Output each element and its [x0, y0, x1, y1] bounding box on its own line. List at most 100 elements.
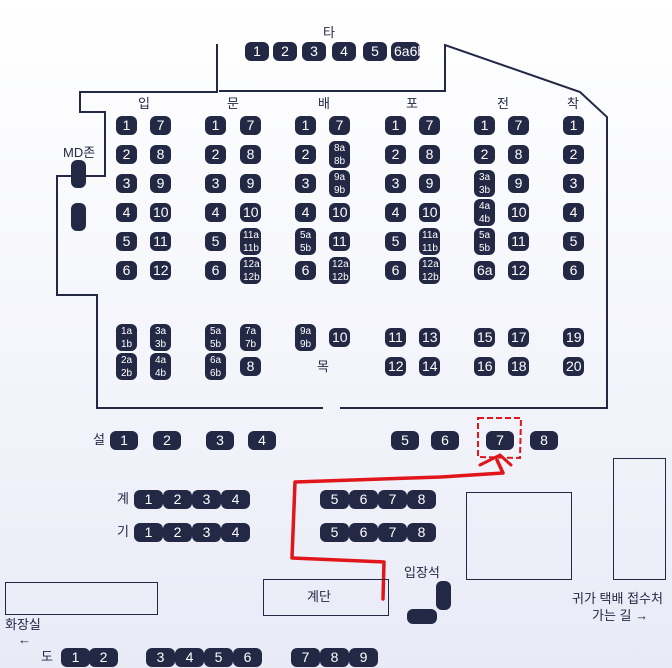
- block-c8-upper[interactable]: 11a 11b: [419, 228, 440, 255]
- stage-block[interactable]: 4: [332, 42, 356, 61]
- block-c4-upper[interactable]: 12a 12b: [240, 257, 261, 284]
- block-c1-upper[interactable]: 1: [116, 116, 137, 135]
- block-c9-upper[interactable]: 2: [474, 145, 495, 164]
- gi-row-block[interactable]: 7: [378, 523, 407, 542]
- block-c10-upper[interactable]: 12: [508, 261, 529, 280]
- block-c5-upper[interactable]: 2: [295, 145, 316, 164]
- do-row-block[interactable]: 8: [320, 648, 349, 667]
- block-c3-upper[interactable]: 1: [205, 116, 226, 135]
- block-c1-lower[interactable]: 1a 1b: [116, 324, 137, 351]
- do-row-block[interactable]: 1: [61, 648, 90, 667]
- block-c7-upper[interactable]: 4: [385, 203, 406, 222]
- do-row-block[interactable]: 3: [146, 648, 175, 667]
- block-c8-lower[interactable]: 13: [419, 328, 440, 347]
- block-c7-lower[interactable]: 11: [385, 328, 406, 347]
- gi-row-block[interactable]: 5: [320, 523, 349, 542]
- block-c8-upper[interactable]: 9: [419, 174, 440, 193]
- block-c3-lower[interactable]: 5a 5b: [205, 324, 226, 351]
- block-c9-upper[interactable]: 5a 5b: [474, 228, 495, 255]
- seol-row-block[interactable]: 5: [391, 431, 419, 450]
- block-c7-upper[interactable]: 2: [385, 145, 406, 164]
- block-c9-lower[interactable]: 16: [474, 357, 495, 376]
- gye-row-block[interactable]: 4: [221, 490, 250, 509]
- block-c3-upper[interactable]: 5: [205, 232, 226, 251]
- gi-row-block[interactable]: 8: [407, 523, 436, 542]
- seol-row-block[interactable]: 3: [206, 431, 234, 450]
- block-c10-upper[interactable]: 10: [508, 203, 529, 222]
- block-c10-upper[interactable]: 7: [508, 116, 529, 135]
- do-row-block[interactable]: 2: [89, 648, 118, 667]
- gye-row-block[interactable]: 3: [192, 490, 221, 509]
- block-c4-lower[interactable]: 8: [240, 357, 261, 376]
- block-c2-upper[interactable]: 11: [150, 232, 171, 251]
- stage-block[interactable]: 5: [363, 42, 387, 61]
- block-c3-upper[interactable]: 4: [205, 203, 226, 222]
- block-c10-upper[interactable]: 9: [508, 174, 529, 193]
- gi-row-block[interactable]: 3: [192, 523, 221, 542]
- block-c4-lower[interactable]: 7a 7b: [240, 324, 261, 351]
- block-c6-upper[interactable]: 8a 8b: [329, 141, 350, 168]
- block-c2-lower[interactable]: 4a 4b: [150, 353, 171, 380]
- block-c7-upper[interactable]: 5: [385, 232, 406, 251]
- block-c11-upper[interactable]: 6: [563, 261, 584, 280]
- block-c5-upper[interactable]: 3: [295, 174, 316, 193]
- stage-block[interactable]: 1: [245, 42, 269, 61]
- entrance-seat-vertical[interactable]: [436, 581, 451, 610]
- block-c11-upper[interactable]: 1: [563, 116, 584, 135]
- block-c2-upper[interactable]: 7: [150, 116, 171, 135]
- block-c6-upper[interactable]: 10: [329, 203, 350, 222]
- block-c6-upper[interactable]: 9a 9b: [329, 170, 350, 197]
- block-c10-lower[interactable]: 18: [508, 357, 529, 376]
- do-row-block[interactable]: 7: [291, 648, 320, 667]
- block-c8-upper[interactable]: 12a 12b: [419, 257, 440, 284]
- gi-row-block[interactable]: 1: [134, 523, 163, 542]
- block-c6-upper[interactable]: 7: [329, 116, 350, 135]
- block-c11-upper[interactable]: 3: [563, 174, 584, 193]
- block-c3-lower[interactable]: 6a 6b: [205, 353, 226, 380]
- block-c2-upper[interactable]: 12: [150, 261, 171, 280]
- block-c4-upper[interactable]: 8: [240, 145, 261, 164]
- do-row-block[interactable]: 4: [175, 648, 204, 667]
- block-c11-upper[interactable]: 4: [563, 203, 584, 222]
- gi-row-block[interactable]: 6: [349, 523, 378, 542]
- seol-row-block[interactable]: 4: [248, 431, 276, 450]
- block-c9-lower[interactable]: 15: [474, 328, 495, 347]
- block-c11-upper[interactable]: 2: [563, 145, 584, 164]
- block-c4-upper[interactable]: 7: [240, 116, 261, 135]
- block-c4-upper[interactable]: 10: [240, 203, 261, 222]
- block-c1-upper[interactable]: 5: [116, 232, 137, 251]
- block-c6-upper[interactable]: 12a 12b: [329, 257, 350, 284]
- block-c1-upper[interactable]: 6: [116, 261, 137, 280]
- block-c10-upper[interactable]: 11: [508, 232, 529, 251]
- block-c2-upper[interactable]: 9: [150, 174, 171, 193]
- block-c5-upper[interactable]: 6: [295, 261, 316, 280]
- gi-row-block[interactable]: 2: [163, 523, 192, 542]
- block-c7-upper[interactable]: 1: [385, 116, 406, 135]
- block-c1-upper[interactable]: 4: [116, 203, 137, 222]
- block-c11-lower[interactable]: 19: [563, 328, 584, 347]
- block-c9-upper[interactable]: 6a: [474, 261, 495, 280]
- gye-row-block[interactable]: 5: [320, 490, 349, 509]
- seol-row-block[interactable]: 1: [110, 431, 138, 450]
- seol-row-block[interactable]: 8: [530, 431, 558, 450]
- md-zone-booth-1[interactable]: [71, 160, 86, 188]
- block-c9-upper[interactable]: 4a 4b: [474, 199, 495, 226]
- block-c7-upper[interactable]: 3: [385, 174, 406, 193]
- block-c3-upper[interactable]: 3: [205, 174, 226, 193]
- block-c2-upper[interactable]: 10: [150, 203, 171, 222]
- entrance-seat-horizontal[interactable]: [407, 609, 437, 624]
- block-c1-lower[interactable]: 2a 2b: [116, 353, 137, 380]
- block-c10-upper[interactable]: 8: [508, 145, 529, 164]
- block-c7-upper[interactable]: 6: [385, 261, 406, 280]
- block-c8-upper[interactable]: 10: [419, 203, 440, 222]
- do-row-block[interactable]: 9: [349, 648, 378, 667]
- block-c5-lower[interactable]: 9a 9b: [295, 324, 316, 351]
- stage-block[interactable]: 2: [273, 42, 297, 61]
- block-c8-lower[interactable]: 14: [419, 357, 440, 376]
- seol-row-block[interactable]: 2: [153, 431, 181, 450]
- block-c3-upper[interactable]: 6: [205, 261, 226, 280]
- md-zone-booth-2[interactable]: [71, 203, 86, 231]
- block-c2-upper[interactable]: 8: [150, 145, 171, 164]
- block-c5-upper[interactable]: 5a 5b: [295, 228, 316, 255]
- block-c5-upper[interactable]: 1: [295, 116, 316, 135]
